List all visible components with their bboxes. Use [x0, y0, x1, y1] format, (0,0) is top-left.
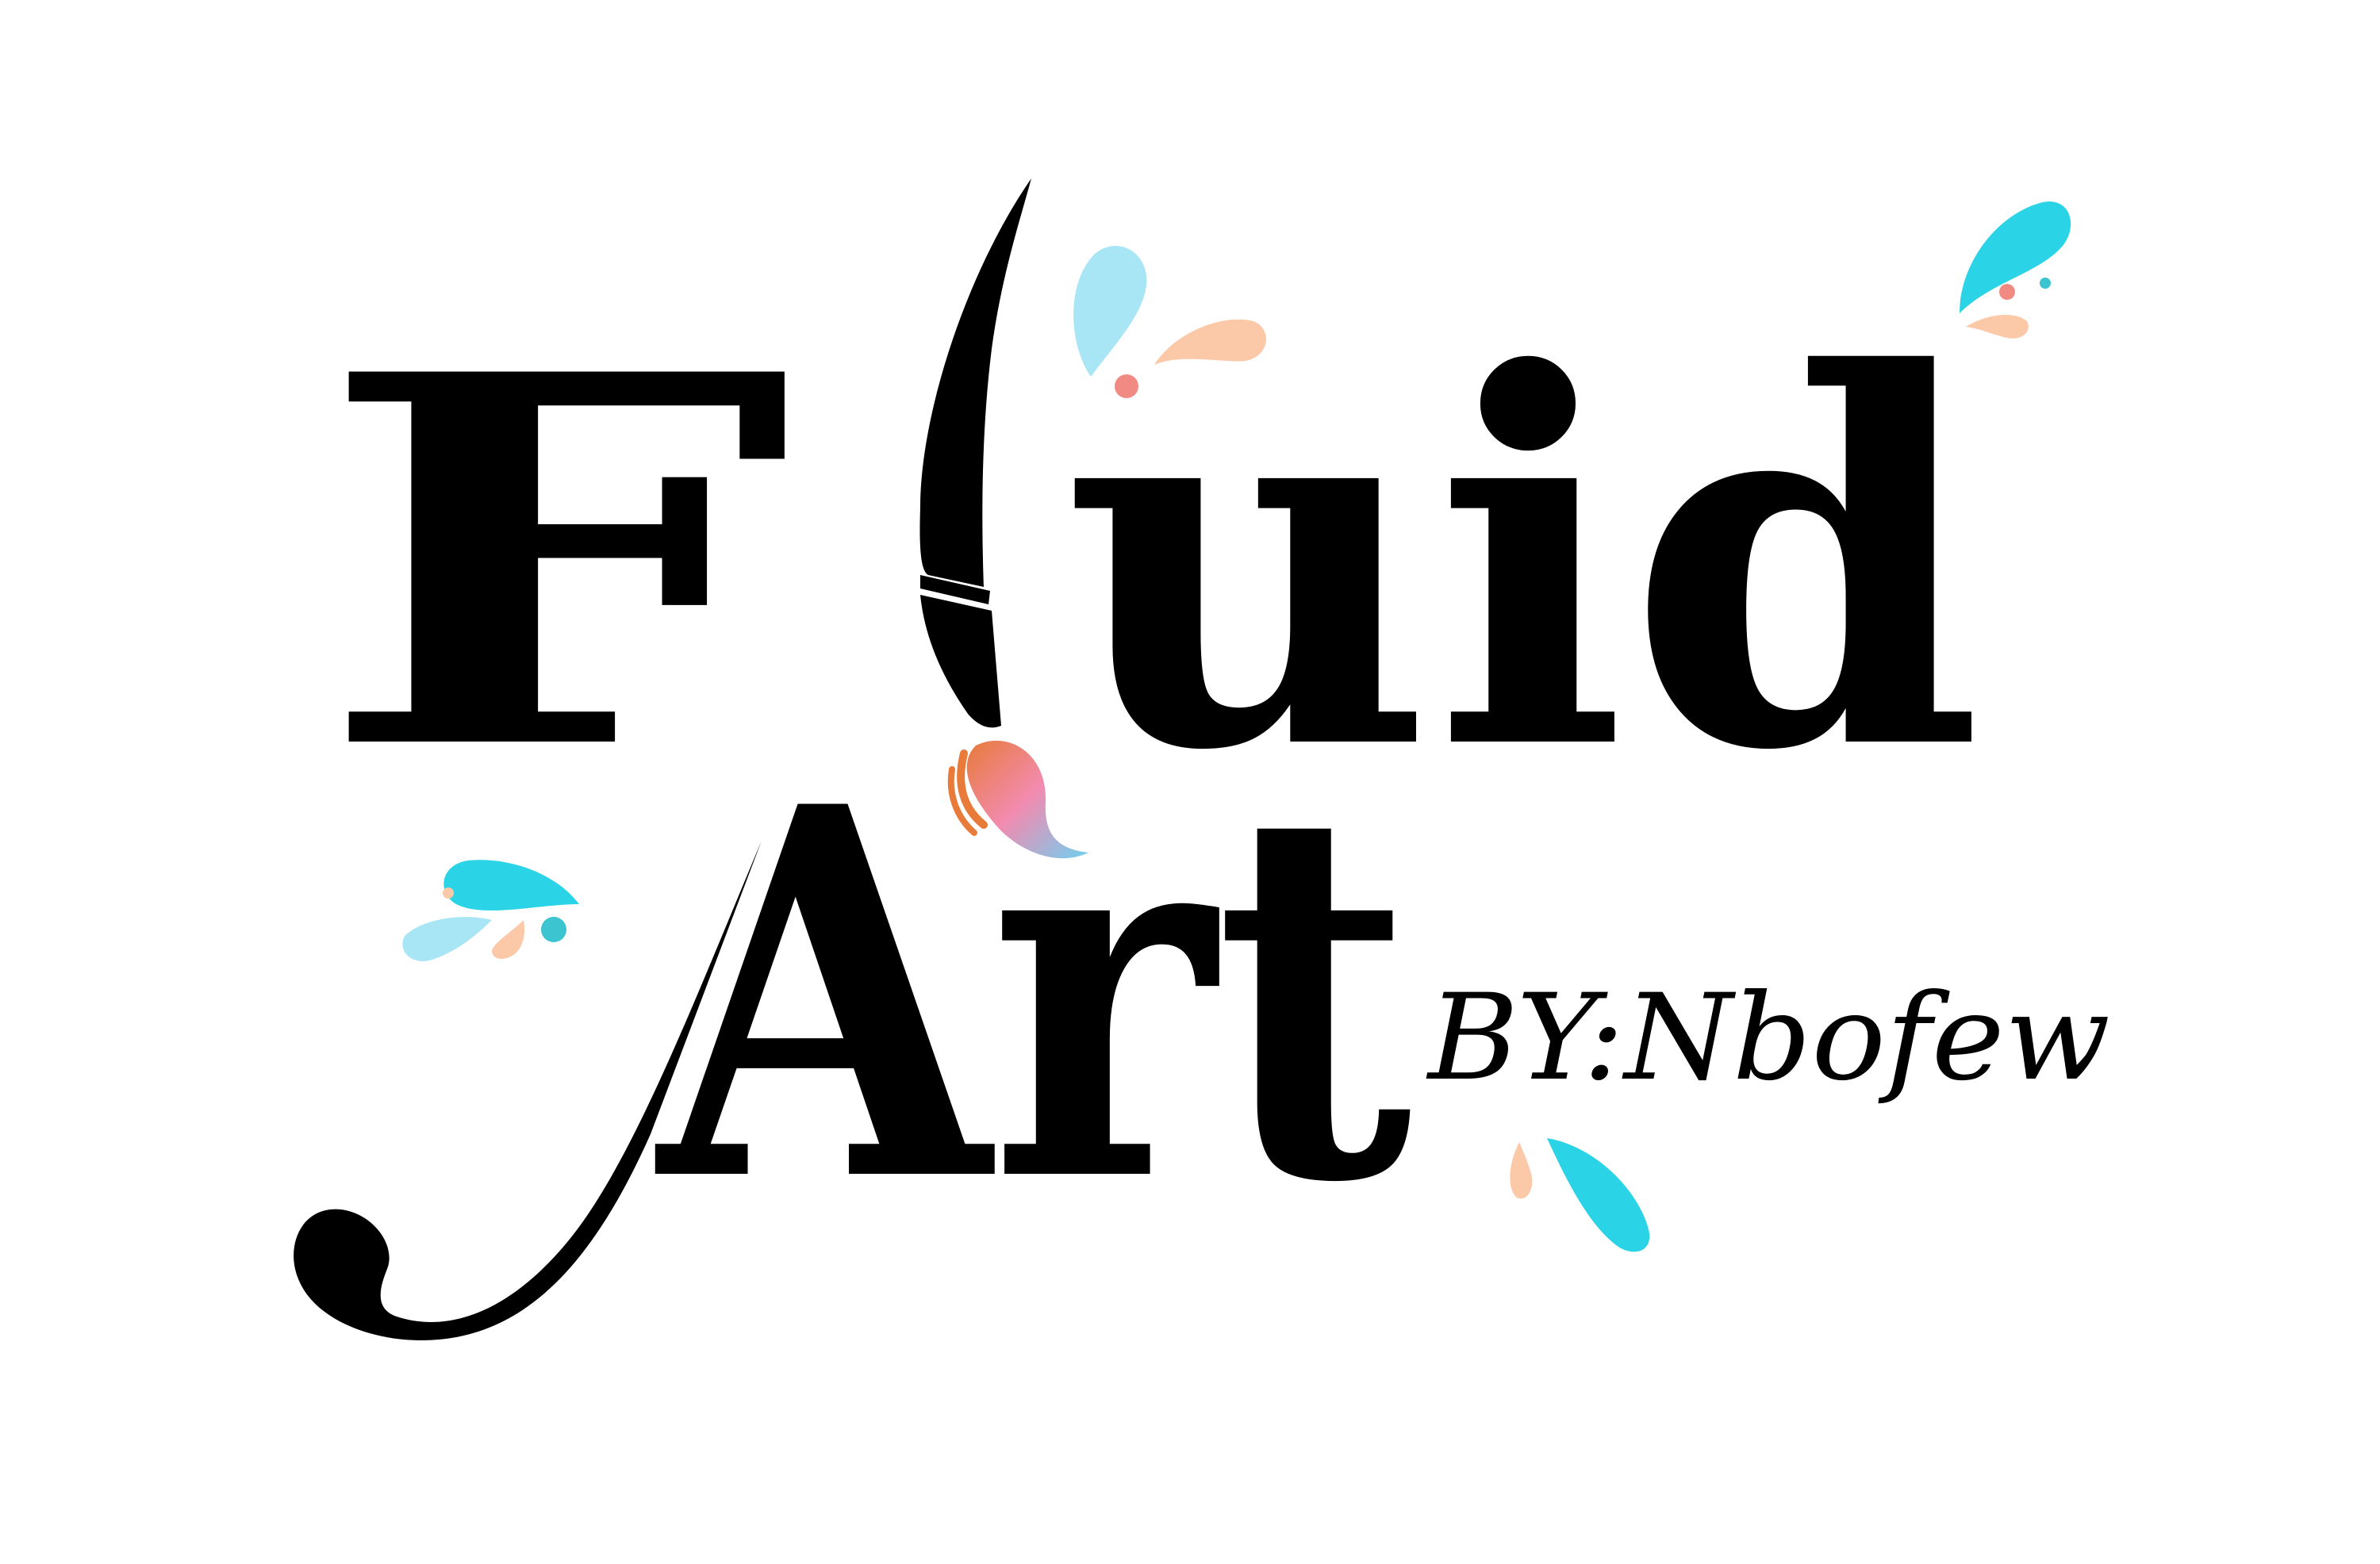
- paint-splash-icon: [1510, 1138, 1650, 1252]
- logo-word-uid: uid: [1063, 265, 1983, 861]
- paint-splash-icon: [402, 860, 579, 961]
- swash-decoration: [294, 841, 762, 1340]
- paintbrush-icon: [919, 178, 1088, 859]
- paint-splash-icon: [1960, 201, 2071, 339]
- byline-signature: BY:Nbofew: [1426, 969, 2110, 1107]
- paint-splash-icon: [1073, 245, 1267, 398]
- logo-word-art: Art: [652, 697, 1415, 1294]
- logo-letter-f: F: [317, 265, 793, 861]
